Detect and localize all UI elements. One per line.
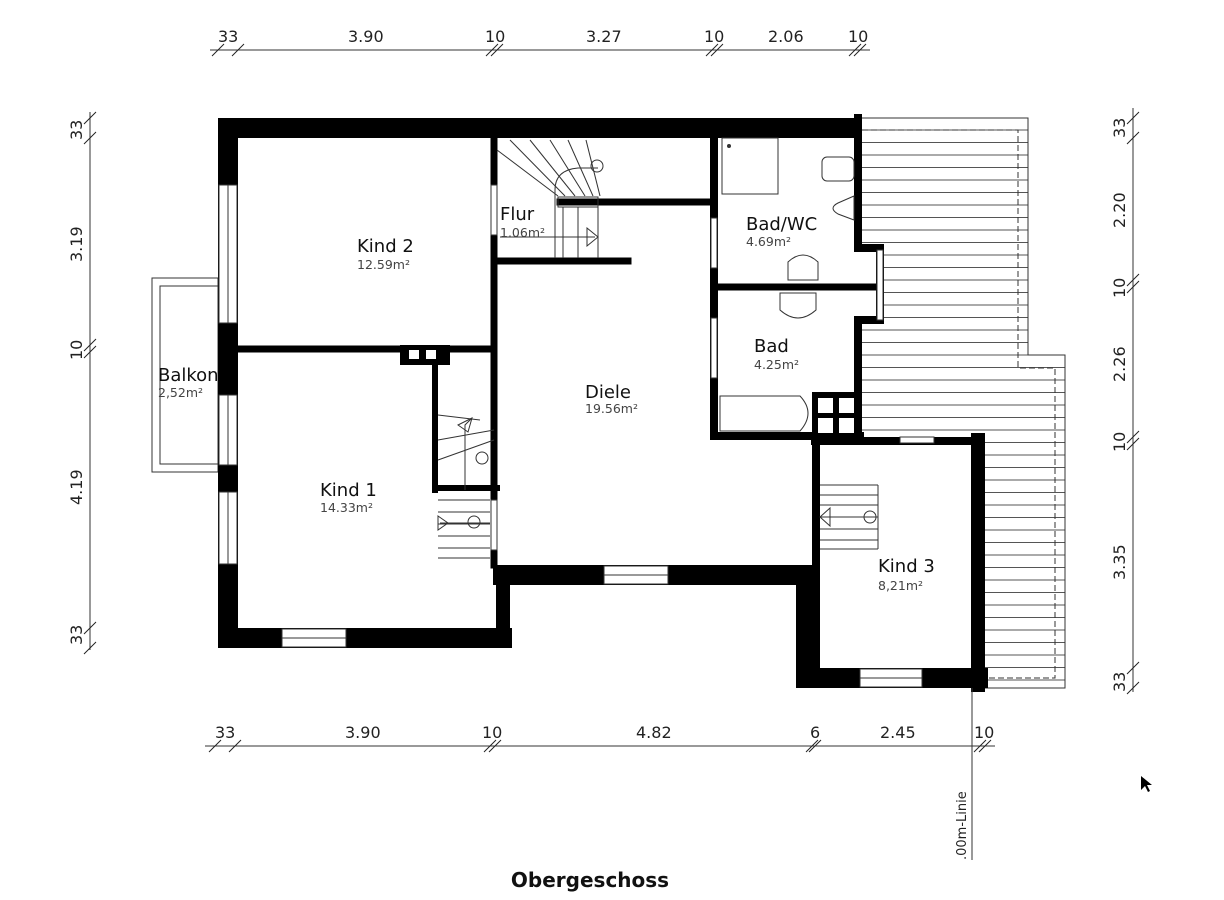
plan-caption: Obergeschoss <box>510 868 670 892</box>
dimension-tick <box>83 621 97 635</box>
dim-right: 33 <box>1110 672 1129 692</box>
dim-right: 33 <box>1110 118 1129 138</box>
room-area: 2,52m² <box>158 385 203 400</box>
room-name: Flur <box>500 204 535 225</box>
dimension-tick <box>710 43 724 57</box>
dim-top: 2.06 <box>768 27 804 46</box>
dimension-tick <box>83 338 97 352</box>
room-area: 8,21m² <box>878 578 923 593</box>
dim-right: 2.26 <box>1110 346 1129 382</box>
dimension-tick <box>208 739 222 753</box>
dimension-tick <box>1126 111 1140 125</box>
dimension-tick <box>83 345 97 359</box>
dim-bottom: 2.45 <box>880 723 916 742</box>
dim-top: 3.27 <box>586 27 622 46</box>
dimension-tick <box>1126 437 1140 451</box>
dim-left: 4.19 <box>67 469 86 505</box>
terrace-outline <box>862 117 1066 689</box>
dim-right: 10 <box>1110 432 1129 452</box>
dimension-tick <box>483 739 497 753</box>
room-name: Kind 2 <box>357 236 414 257</box>
dimension-tick <box>1126 681 1140 695</box>
room-name: Bad <box>754 336 789 357</box>
room-name: Diele <box>585 382 631 403</box>
dimension-lines <box>83 43 1140 860</box>
room-area: 14.33m² <box>320 500 373 515</box>
dimension-tick <box>485 43 499 57</box>
room-area: 4.69m² <box>746 234 791 249</box>
dimension-tick <box>488 739 502 753</box>
windows <box>218 184 935 688</box>
dim-left: 3.19 <box>67 226 86 262</box>
dim-left: 10 <box>67 340 86 360</box>
dimension-tick <box>805 739 819 753</box>
dim-bottom: 6 <box>810 723 820 742</box>
dimension-tick <box>83 641 97 655</box>
room-labels: Kind 2 12.59m² Flur 1.06m² Bad/WC 4.69m²… <box>158 204 935 593</box>
dim-left: 33 <box>67 120 86 140</box>
room-area: 19.56m² <box>585 401 638 416</box>
dim-top: 33 <box>218 27 238 46</box>
room-name: Balkon <box>158 365 219 386</box>
dim-top: 10 <box>848 27 868 46</box>
dim-right: 3.35 <box>1110 544 1129 580</box>
dimension-tick <box>1126 661 1140 675</box>
dim-top: 3.90 <box>348 27 384 46</box>
bathroom-fixtures <box>719 137 855 432</box>
dimension-tick <box>83 131 97 145</box>
dimension-labels-left: 33 3.19 10 4.19 33 <box>67 120 86 645</box>
dimension-tick <box>705 43 719 57</box>
dim-bottom: 3.90 <box>345 723 381 742</box>
room-name: Kind 1 <box>320 480 377 501</box>
dimension-labels-right: 33 2.20 10 2.26 10 3.35 33 <box>1110 118 1129 692</box>
dimension-tick <box>1126 131 1140 145</box>
dimension-tick <box>231 43 245 57</box>
dimension-tick <box>211 43 225 57</box>
dimension-tick <box>490 43 504 57</box>
dimension-tick <box>1126 273 1140 287</box>
dimension-tick <box>1126 280 1140 294</box>
dimension-tick <box>1126 430 1140 444</box>
room-name: Kind 3 <box>878 556 935 577</box>
dimension-tick <box>808 739 822 753</box>
room-area: 1.06m² <box>500 225 545 240</box>
dimension-tick <box>973 739 987 753</box>
dim-right: 2.20 <box>1110 192 1129 228</box>
dim-bottom: 10 <box>974 723 994 742</box>
dim-right: 10 <box>1110 278 1129 298</box>
dim-bottom: 10 <box>482 723 502 742</box>
terrace-hatching <box>862 129 1065 681</box>
dimension-labels-top: 33 3.90 10 3.27 10 2.06 10 <box>218 27 868 46</box>
reference-line-label: .00m-Linie <box>955 791 970 860</box>
dim-top: 10 <box>485 27 505 46</box>
room-name: Bad/WC <box>746 214 817 235</box>
dim-bottom: 33 <box>215 723 235 742</box>
room-area: 12.59m² <box>357 257 410 272</box>
staircase <box>437 139 879 559</box>
dimension-labels-bottom: 33 3.90 10 4.82 6 2.45 10 <box>215 723 994 742</box>
room-area: 4.25m² <box>754 357 799 372</box>
dim-left: 33 <box>67 625 86 645</box>
dimension-tick <box>848 43 862 57</box>
mouse-cursor-icon <box>1141 776 1152 792</box>
dimension-tick <box>83 111 97 125</box>
dimension-tick <box>853 43 867 57</box>
dimension-tick <box>978 739 992 753</box>
dim-top: 10 <box>704 27 724 46</box>
dim-bottom: 4.82 <box>636 723 672 742</box>
dimension-tick <box>228 739 242 753</box>
